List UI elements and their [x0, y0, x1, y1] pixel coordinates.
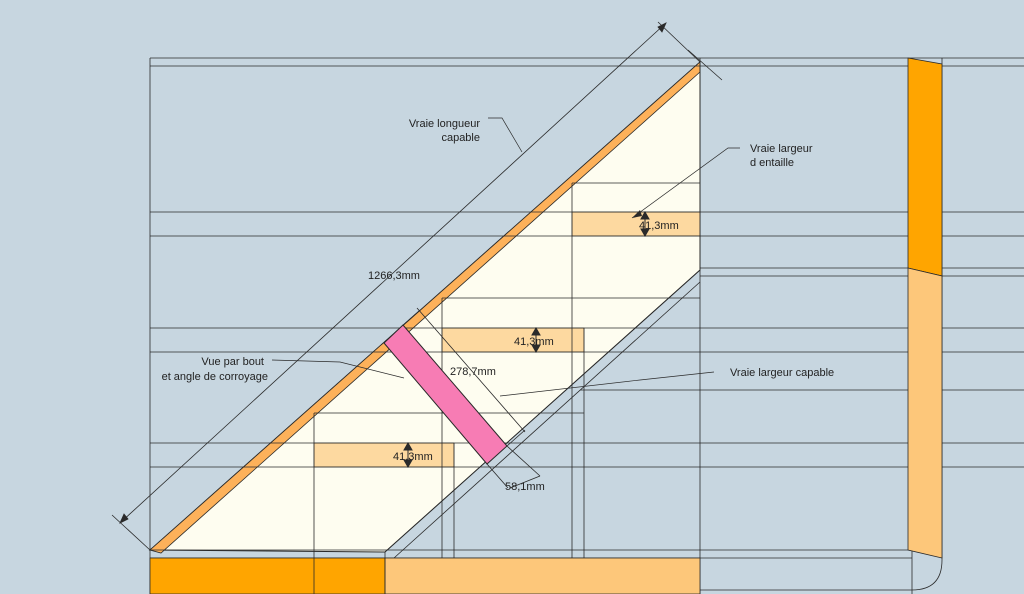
true-length-label-1: Vraie longueur: [409, 118, 480, 130]
end-view-label-1: Vue par bout: [201, 356, 264, 368]
notch-width-label-2: d entaille: [750, 157, 794, 169]
stringer-lower-edge-offset: [393, 281, 701, 559]
stringer-lower-edge: [384, 269, 701, 553]
true-length-dimension: [111, 21, 723, 551]
bottom-stringer-light: [384, 557, 701, 594]
capable-width-label: Vraie largeur capable: [730, 367, 834, 379]
notch-depth-top-value: 41,3mm: [639, 220, 679, 232]
leader-arrow-notch: [632, 210, 642, 218]
right-post-bottom: [907, 267, 943, 559]
true-length-dimension-value: 1266,3mm: [368, 270, 420, 282]
bottom-stringer-dark: [149, 557, 386, 594]
section-dimensions: [402, 307, 541, 489]
notch-band-middle: [441, 327, 585, 353]
end-view-label-2: et angle de corroyage: [162, 371, 268, 383]
true-length-label-2: capable: [441, 132, 480, 144]
bottom-right-corner: [700, 559, 943, 591]
notch-depth-bottom-value: 41,3mm: [393, 451, 433, 463]
section-thickness-value: 58,1mm: [505, 481, 545, 493]
horizontal-construction-lines: [150, 57, 1024, 559]
notch-depth-middle-value: 41,3mm: [514, 336, 554, 348]
section-width-value: 278,7mm: [450, 366, 496, 378]
leader-lines: [271, 117, 740, 397]
notch-width-label-1: Vraie largeur: [750, 143, 813, 155]
notch-arrows: [403, 210, 650, 469]
notch-band-bottom: [313, 442, 455, 468]
right-post-top: [907, 57, 943, 277]
